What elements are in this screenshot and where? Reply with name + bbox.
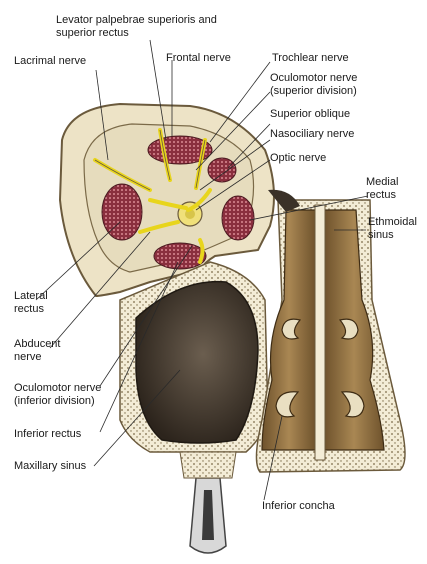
label-lateral-rectus: Lateral (14, 290, 48, 303)
nasal-septum (315, 205, 325, 460)
label-oculomotor-inferior-line2: (inferior division) (14, 395, 95, 408)
label-medial-rectus-line2: rectus (366, 189, 396, 202)
label-maxillary-sinus: Maxillary sinus (14, 460, 86, 473)
label-abducent-nerve-line2: nerve (14, 351, 42, 364)
label-levator-line2: superior rectus (56, 27, 129, 40)
label-medial-rectus: Medial (366, 176, 398, 189)
label-optic-nerve: Optic nerve (270, 152, 326, 165)
label-levator: Levator palpebrae superioris and (56, 14, 217, 27)
label-oculomotor-inferior: Oculomotor nerve (14, 382, 101, 395)
superior-oblique-muscle (208, 158, 236, 182)
label-superior-oblique: Superior oblique (270, 108, 350, 121)
label-oculomotor-superior-line2: (superior division) (270, 85, 357, 98)
label-inferior-concha: Inferior concha (262, 500, 335, 513)
lateral-rectus-muscle (102, 184, 142, 240)
inferior-rectus-muscle (154, 243, 206, 269)
maxillary-sinus-cavity (136, 282, 258, 443)
label-inferior-rectus: Inferior rectus (14, 428, 81, 441)
medial-rectus-muscle (222, 196, 254, 240)
label-lacrimal-nerve: Lacrimal nerve (14, 55, 86, 68)
label-nasociliary-nerve: Nasociliary nerve (270, 128, 354, 141)
label-ethmoidal-sinus-line2: sinus (368, 229, 394, 242)
label-ethmoidal-sinus: Ethmoidal (368, 216, 417, 229)
label-oculomotor-superior: Oculomotor nerve (270, 72, 357, 85)
label-trochlear-nerve: Trochlear nerve (272, 52, 349, 65)
label-frontal-nerve: Frontal nerve (166, 52, 231, 65)
label-abducent-nerve: Abducent (14, 338, 60, 351)
label-lateral-rectus-line2: rectus (14, 303, 44, 316)
